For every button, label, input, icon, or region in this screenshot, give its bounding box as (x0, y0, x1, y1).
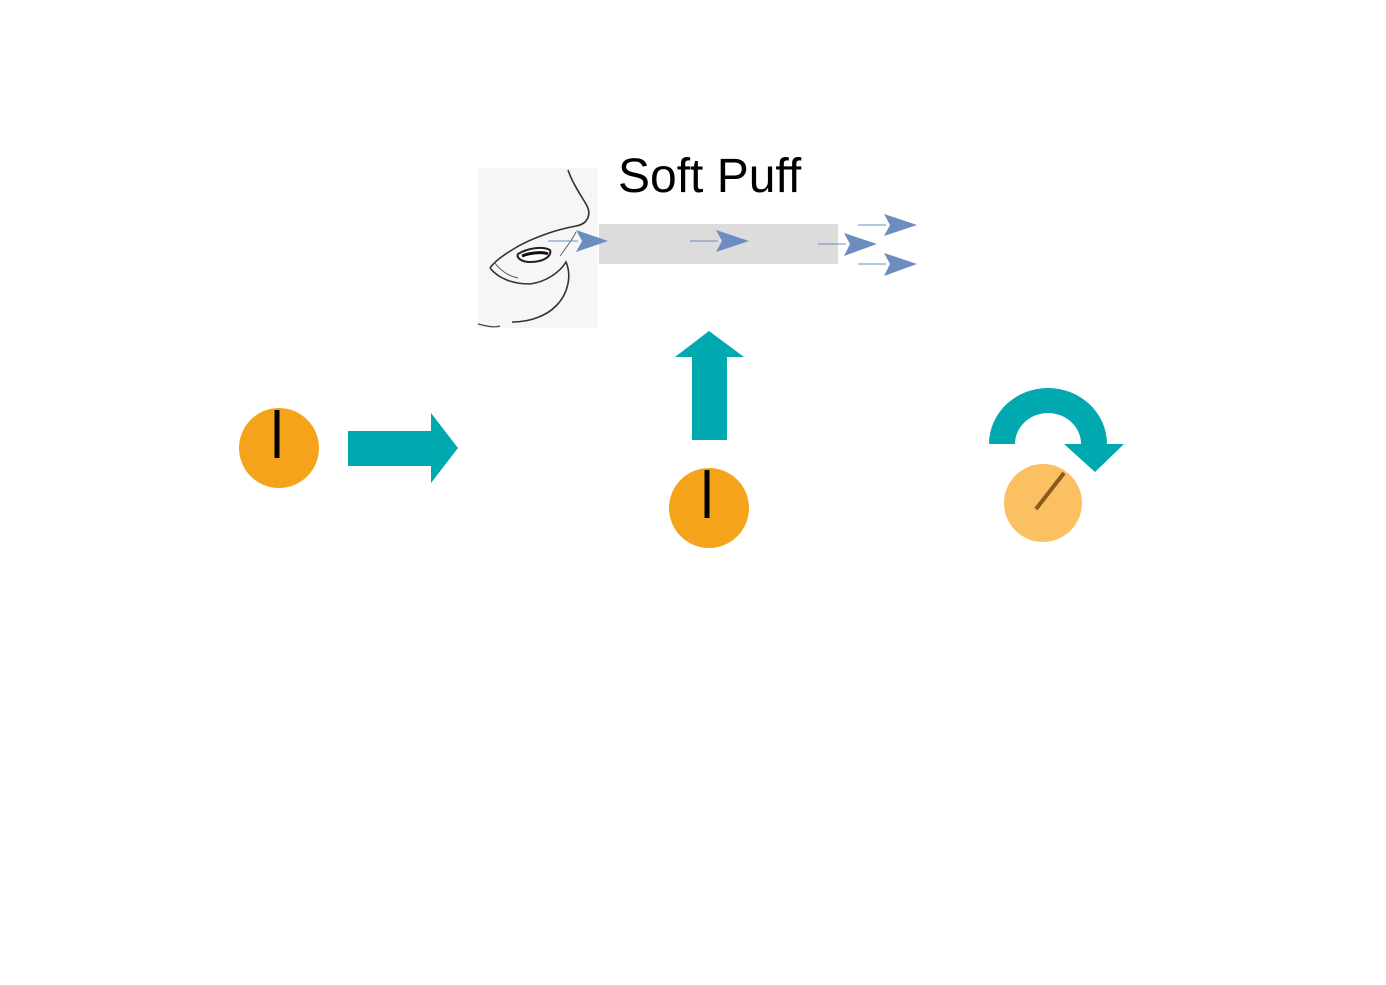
airflow-arrow-icon (858, 253, 917, 276)
airflow-arrow-icon (858, 214, 917, 236)
knob-icon (239, 408, 319, 488)
airflow-arrow-icon (818, 233, 877, 256)
airflow-arrow-icon (690, 230, 749, 252)
knob-icon (1004, 464, 1082, 542)
airflow-arrows (548, 214, 917, 276)
tube (599, 224, 838, 264)
face-sketch-icon (477, 168, 598, 328)
arrow-right-icon (348, 413, 458, 483)
diagram-title: Soft Puff (618, 150, 802, 203)
airflow-arrow-icon (548, 230, 608, 252)
knob-icon (669, 468, 749, 548)
rotate-clockwise-icon (989, 388, 1124, 472)
arrow-up-icon (675, 331, 744, 440)
